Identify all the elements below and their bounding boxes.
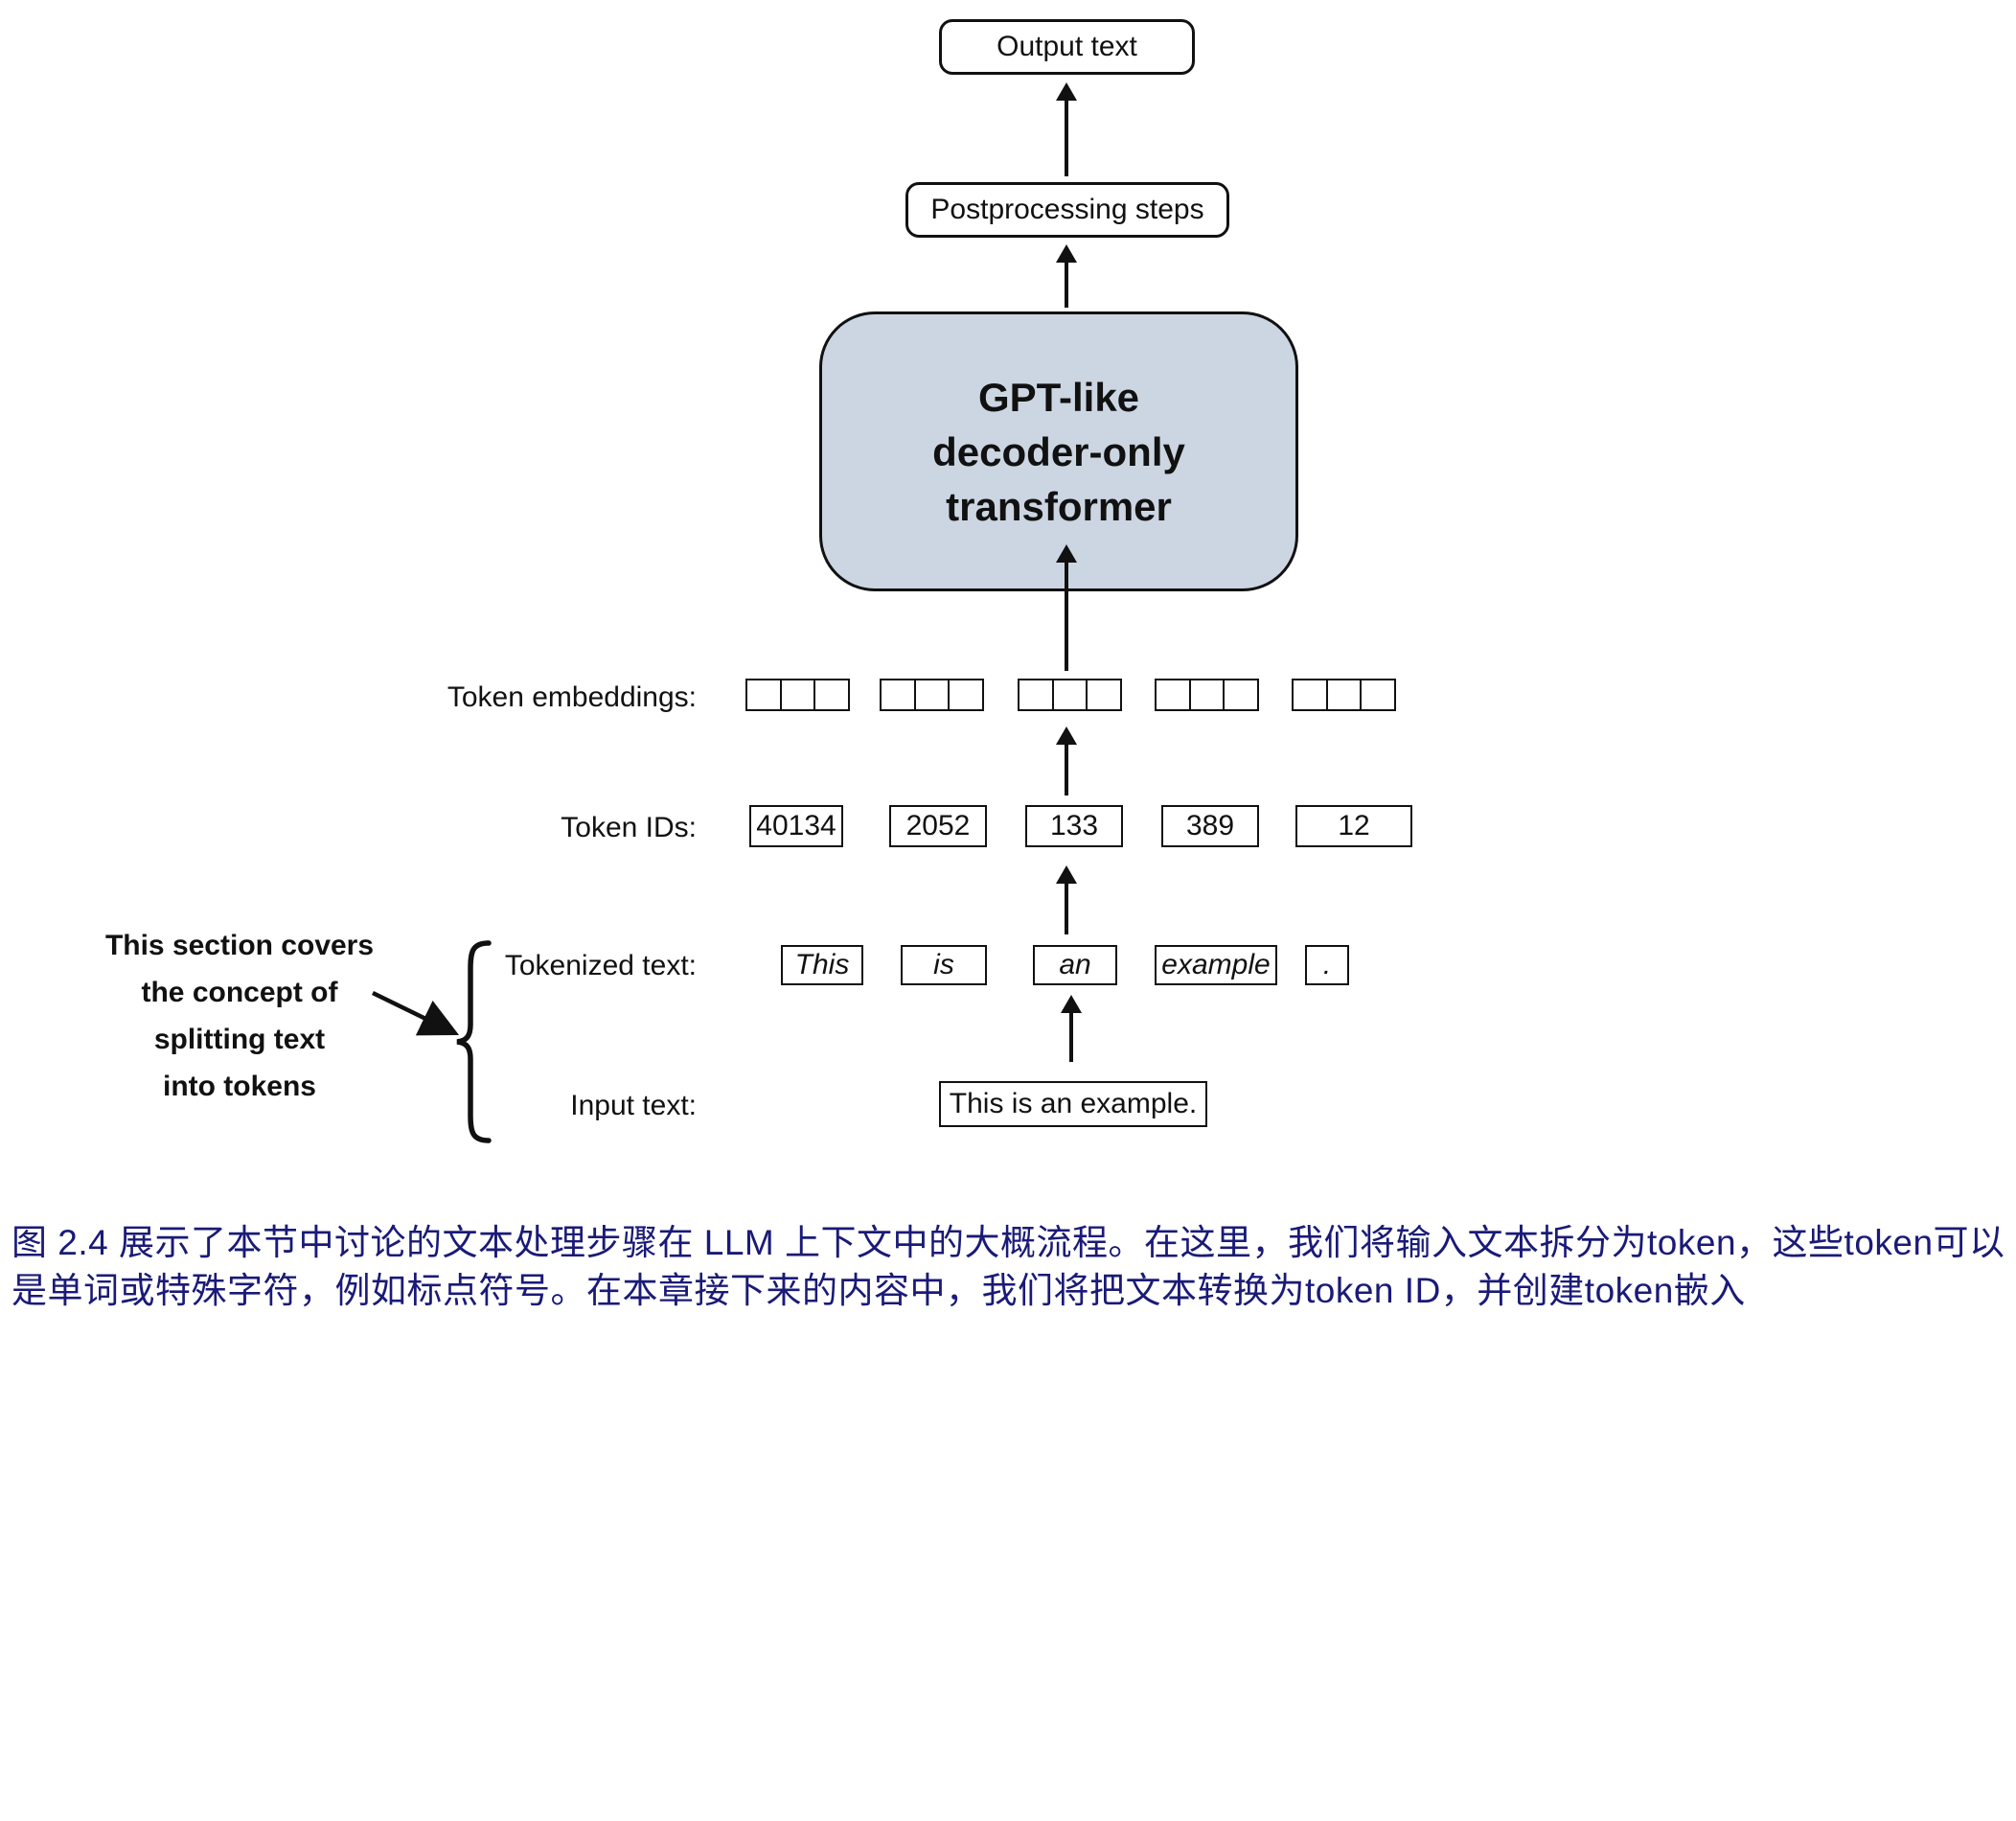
arrow-head-icon [1056, 865, 1077, 884]
embedding-cell [779, 679, 816, 711]
token-value: example [1161, 949, 1271, 980]
embedding-vector [1292, 679, 1396, 711]
embedding-cell [880, 679, 916, 711]
token-embeddings-label: Token embeddings: [447, 681, 697, 713]
embedding-cell [1292, 679, 1328, 711]
token-id-box: 12 [1295, 805, 1412, 847]
token-id-value: 2052 [905, 810, 971, 841]
embedding-cell [1325, 679, 1363, 711]
arrow-up-icon [1054, 544, 1079, 671]
embedding-vector [1155, 679, 1259, 711]
token-ids-label: Token IDs: [561, 812, 697, 843]
arrow-up-icon [1054, 865, 1079, 934]
arrow-shaft [1065, 97, 1068, 176]
arrow-up-icon [1059, 995, 1084, 1062]
annotation-line-1: This section covers [104, 930, 375, 961]
output-text-box: Output text [939, 19, 1195, 75]
token-id-value: 389 [1185, 810, 1235, 841]
transformer-line-2: decoder-only [932, 428, 1185, 474]
embedding-vector [745, 679, 850, 711]
embedding-cell [1155, 679, 1191, 711]
arrow-shaft [1069, 1009, 1073, 1062]
token-id-box: 133 [1025, 805, 1123, 847]
embedding-cell [1018, 679, 1054, 711]
embedding-cell [745, 679, 782, 711]
input-text-label: Input text: [570, 1090, 697, 1121]
embedding-vector [1018, 679, 1122, 711]
annotation-line-3: splitting text [153, 1024, 326, 1055]
token-box: an [1033, 945, 1117, 985]
annotation-arrow-icon [369, 985, 467, 1045]
token-id-box: 389 [1161, 805, 1259, 847]
embedding-cell [1051, 679, 1088, 711]
arrow-head-icon [1056, 82, 1077, 101]
transformer-line-3: transformer [946, 483, 1172, 529]
token-box: is [901, 945, 987, 985]
arrow-up-icon [1054, 726, 1079, 795]
embedding-vector [880, 679, 984, 711]
arrow-shaft [1065, 880, 1068, 934]
embedding-cell [913, 679, 951, 711]
embedding-cell [1086, 679, 1122, 711]
figure-caption: 图 2.4 展示了本节中讨论的文本处理步骤在 LLM 上下文中的大概流程。在这里… [11, 1223, 2005, 1310]
arrow-head-icon [1056, 726, 1077, 745]
token-id-value: 12 [1338, 810, 1370, 841]
embedding-cell [948, 679, 984, 711]
embedding-cell [1188, 679, 1226, 711]
annotation-line-4: into tokens [162, 1071, 316, 1102]
input-text-value: This is an example. [949, 1088, 1198, 1119]
token-id-value: 133 [1049, 810, 1099, 841]
token-value: This [794, 949, 850, 980]
postprocessing-box: Postprocessing steps [905, 182, 1229, 238]
section-annotation: This section covers the concept of split… [91, 922, 388, 1110]
tokenized-text-label: Tokenized text: [504, 950, 697, 981]
curly-brace-icon [452, 939, 496, 1144]
annotation-line-2: the concept of [141, 977, 338, 1008]
arrow-up-icon [1054, 82, 1079, 176]
postprocessing-label: Postprocessing steps [930, 194, 1204, 225]
token-id-box: 2052 [889, 805, 987, 847]
token-id-value: 40134 [756, 810, 836, 841]
transformer-line-1: GPT-like [977, 374, 1140, 420]
embedding-cell [1223, 679, 1259, 711]
arrow-shaft [1065, 559, 1068, 671]
token-value: . [1322, 949, 1332, 980]
embedding-cell [1360, 679, 1396, 711]
token-box: This [781, 945, 863, 985]
input-text-box: This is an example. [939, 1081, 1207, 1127]
arrow-head-icon [1056, 244, 1077, 263]
token-id-box: 40134 [749, 805, 843, 847]
arrow-head-icon [1061, 995, 1082, 1013]
token-box: . [1305, 945, 1349, 985]
token-box: example [1155, 945, 1277, 985]
arrow-shaft [1065, 259, 1068, 308]
arrow-head-icon [1056, 544, 1077, 563]
token-value: an [1059, 949, 1091, 980]
arrow-up-icon [1054, 244, 1079, 308]
token-value: is [933, 949, 954, 980]
arrow-shaft [1065, 741, 1068, 795]
embedding-cell [813, 679, 850, 711]
output-text-label: Output text [997, 31, 1137, 62]
